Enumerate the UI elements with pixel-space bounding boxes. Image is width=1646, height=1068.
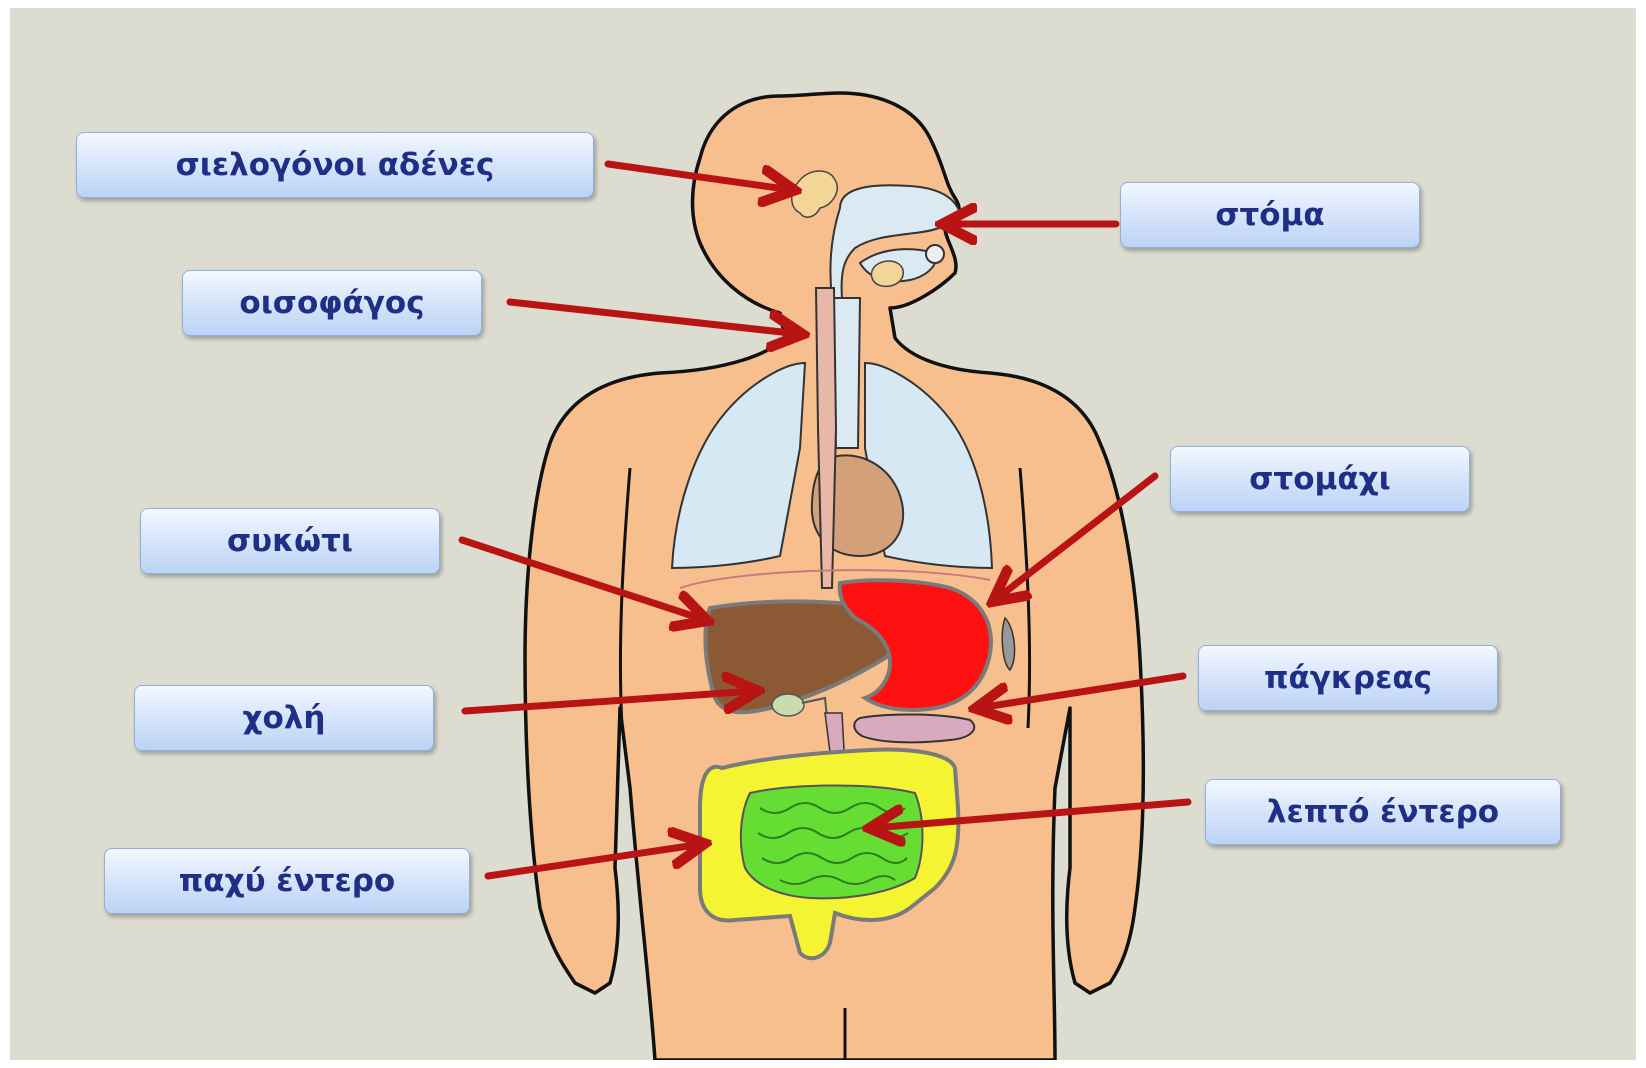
label-esophagus: οισοφάγος [182, 270, 482, 336]
label-pancreas: πάγκρεας [1198, 645, 1498, 711]
small-intestine [741, 785, 923, 898]
label-bile: χολή [134, 685, 434, 751]
label-small-intestine: λεπτό έντερο [1205, 779, 1561, 845]
label-stomach: στομάχι [1170, 446, 1470, 512]
arrow-esophagus [510, 302, 800, 334]
teeth [926, 245, 944, 263]
label-large-intestine: παχύ έντερο [104, 848, 470, 914]
label-liver: συκώτι [140, 508, 440, 574]
pancreas [854, 714, 974, 742]
label-mouth: στόμα [1120, 182, 1420, 248]
salivary-gland-lower [871, 261, 903, 286]
gallbladder [772, 694, 804, 716]
slide: σιελογόνοι αδένες οισοφάγος συκώτι χολή … [10, 8, 1636, 1060]
label-salivary-glands: σιελογόνοι αδένες [76, 132, 594, 198]
